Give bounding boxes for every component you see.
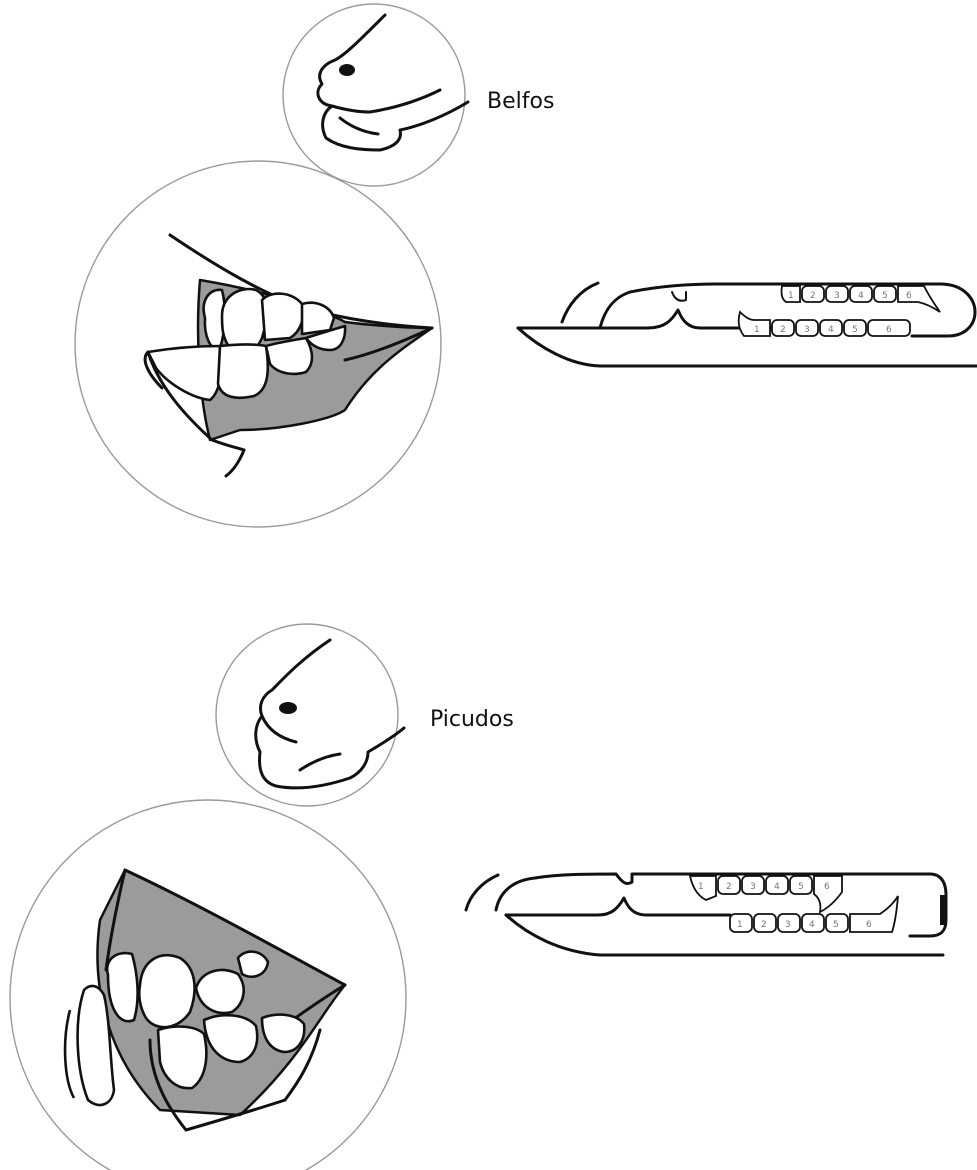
belfos-lower-tooth-5: 5: [852, 325, 858, 335]
picudos-jaw-schematic: 1 2 3 4 5 6 1 2 3 4 5 6: [466, 874, 946, 955]
belfos-nostril-icon: [339, 64, 355, 76]
picudos-upper-tooth-2: 2: [726, 882, 732, 892]
picudos-mouth-closeup: [10, 800, 406, 1170]
picudos-label: Picudos: [430, 707, 514, 732]
belfos-section: Belfos: [75, 4, 977, 527]
picudos-upper-tooth-4: 4: [774, 882, 780, 892]
belfos-upper-teeth: 1 2 3 4 5 6: [782, 286, 941, 312]
picudos-lower-tooth-2: 2: [761, 920, 767, 930]
belfos-jaw-schematic: 1 2 3 4 5 6 1 2 3 4 5 6: [518, 283, 977, 366]
belfos-lower-teeth: 1 2 3 4 5 6: [739, 312, 910, 336]
belfos-upper-tooth-3: 3: [834, 291, 840, 301]
picudos-upper-teeth: 1 2 3 4 5 6: [690, 876, 842, 912]
picudos-upper-tooth-1: 1: [698, 882, 704, 892]
belfos-lower-tooth-6: 6: [886, 325, 892, 335]
picudos-lower-teeth: 1 2 3 4 5 6: [730, 896, 898, 932]
belfos-lower-tooth-1: 1: [754, 325, 760, 335]
belfos-upper-tooth-1: 1: [788, 291, 794, 301]
belfos-lower-tooth-2: 2: [780, 325, 786, 335]
belfos-lower-tooth-3: 3: [804, 325, 810, 335]
belfos-head-profile: [283, 4, 468, 186]
picudos-edge-marker: [940, 895, 946, 925]
belfos-upper-tooth-5: 5: [882, 291, 888, 301]
picudos-lower-tooth-5: 5: [833, 920, 839, 930]
picudos-lower-tooth-6: 6: [866, 920, 872, 930]
picudos-section: Picudos: [10, 624, 946, 1170]
picudos-upper-tooth-3: 3: [750, 882, 756, 892]
picudos-nostril-icon: [279, 702, 297, 714]
belfos-lower-tooth-4: 4: [828, 325, 834, 335]
belfos-upper-tooth-2: 2: [810, 291, 816, 301]
belfos-label: Belfos: [487, 89, 554, 114]
belfos-upper-tooth-4: 4: [858, 291, 864, 301]
picudos-lower-tooth-4: 4: [809, 920, 815, 930]
belfos-mouth-closeup: [75, 161, 441, 527]
picudos-lower-tooth-1: 1: [737, 920, 743, 930]
belfos-upper-tooth-6: 6: [906, 291, 912, 301]
picudos-upper-tooth-6: 6: [824, 882, 830, 892]
picudos-lower-tooth-3: 3: [785, 920, 791, 930]
picudos-head-profile: [216, 624, 404, 806]
picudos-upper-tooth-5: 5: [798, 882, 804, 892]
